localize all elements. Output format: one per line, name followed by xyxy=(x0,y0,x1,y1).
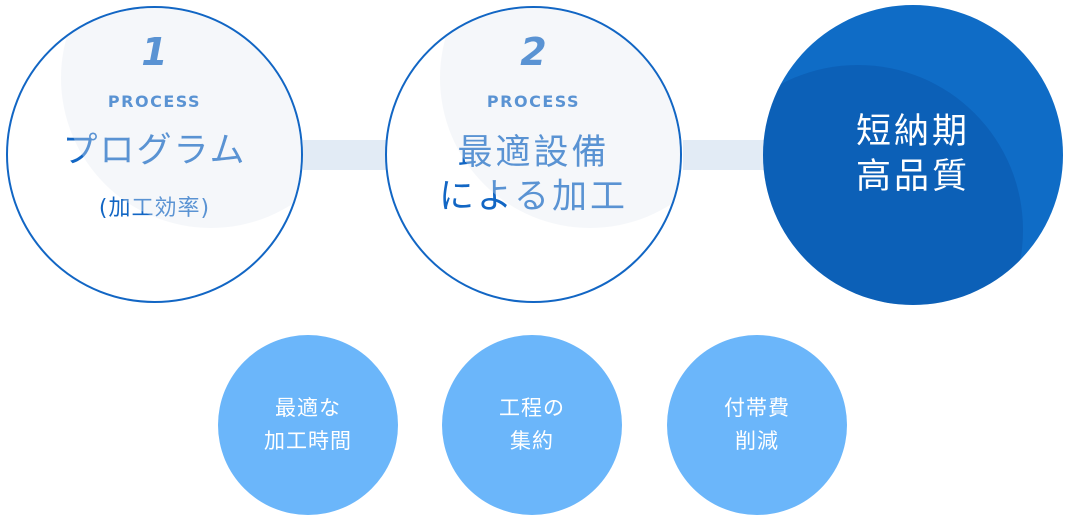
process-label: PROCESS xyxy=(486,92,581,111)
benefit-label: 工程の 集約 xyxy=(499,396,565,453)
benefit-circle-3: 付帯費 削減 xyxy=(667,335,847,515)
step-1-circle: 1 PROCESS プログラム (加工効率) xyxy=(6,6,303,303)
step-subtitle: (加工効率) xyxy=(98,196,211,221)
step-number: 2 xyxy=(520,30,547,74)
result-title: 短納期 高品質 xyxy=(855,111,970,198)
benefit-label: 付帯費 削減 xyxy=(724,396,790,453)
process-label: PROCESS xyxy=(107,92,202,111)
step-title: 最適設備 による加工 xyxy=(439,133,628,217)
step-2-circle: 2 PROCESS 最適設備 による加工 xyxy=(385,6,682,303)
benefit-circle-1: 最適な 加工時間 xyxy=(218,335,398,515)
step-title: プログラム xyxy=(62,131,247,171)
step-number: 1 xyxy=(141,30,168,74)
connector-step1-step2 xyxy=(303,140,387,170)
result-circle: 短納期 高品質 xyxy=(763,5,1063,305)
benefit-label: 最適な 加工時間 xyxy=(264,396,352,453)
connector-step2-result xyxy=(683,140,767,170)
benefit-circle-2: 工程の 集約 xyxy=(442,335,622,515)
